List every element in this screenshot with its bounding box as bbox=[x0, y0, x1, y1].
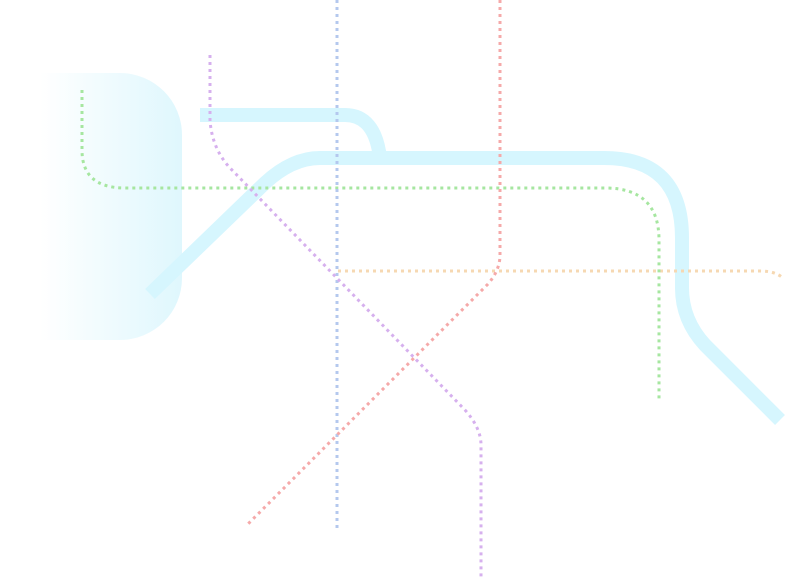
cyan-line bbox=[145, 108, 785, 425]
highlight-area bbox=[40, 73, 182, 340]
green-line bbox=[80, 90, 661, 400]
red-line bbox=[244, 0, 502, 528]
purple-line bbox=[208, 55, 483, 577]
orange-line bbox=[338, 269, 784, 280]
